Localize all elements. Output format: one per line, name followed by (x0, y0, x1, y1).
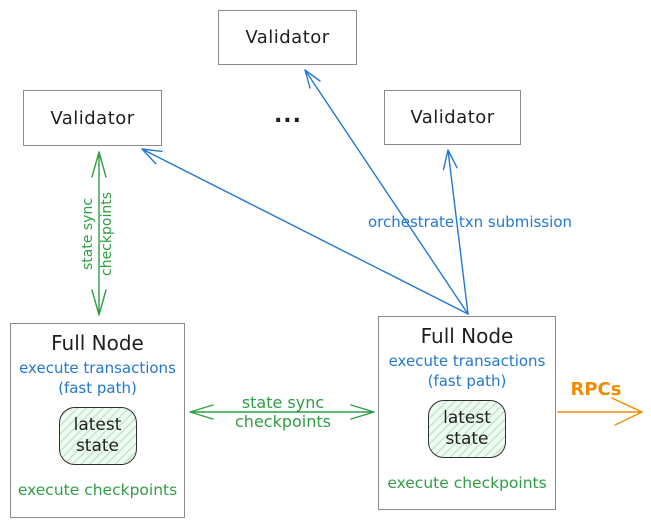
validators-ellipsis: ... (273, 103, 303, 128)
latest-state-left-line2: state (75, 436, 120, 456)
full-node-box-right: Full Node execute transactions (fast pat… (378, 316, 556, 510)
full-node-right-fast-line2: (fast path) (427, 372, 507, 390)
arrow-to-validator-left (141, 148, 469, 315)
full-node-right-checkpoints-text: execute checkpoints (387, 474, 547, 492)
validator-top-label: Validator (245, 27, 330, 48)
full-node-box-left: Full Node execute transactions (fast pat… (10, 323, 185, 518)
full-node-right-fast-path-text: execute transactions (fast path) (389, 351, 546, 391)
validator-right-label: Validator (410, 107, 495, 128)
latest-state-right-line1: latest (443, 408, 491, 428)
latest-state-right-line2: state (445, 429, 489, 449)
latest-state-left-line1: latest (73, 415, 122, 435)
full-node-left-title: Full Node (51, 331, 144, 355)
latest-state-box-left: latest state (58, 407, 137, 465)
state-sync-horizontal-label-line2: checkpoints (235, 412, 331, 431)
full-node-left-fast-line2: (fast path) (58, 379, 137, 397)
validator-box-left: Validator (23, 90, 162, 146)
validator-box-top: Validator (218, 10, 357, 65)
full-node-right-title: Full Node (420, 324, 514, 348)
latest-state-box-right: latest state (428, 400, 506, 458)
state-sync-horizontal-label-line1: state sync (241, 393, 325, 412)
orchestrate-txn-submission-label: orchestrate txn submission (367, 213, 573, 231)
state-sync-vertical-label-line1: state sync (80, 197, 96, 271)
state-sync-vertical-label-line2: checkpoints (99, 192, 115, 276)
full-node-left-checkpoints-text: execute checkpoints (17, 481, 178, 499)
full-node-right-fast-line1: execute transactions (388, 352, 546, 370)
rpcs-arrow (557, 397, 643, 426)
full-node-left-fast-line1: execute transactions (19, 359, 176, 377)
state-sync-horizontal-label: state sync checkpoints (213, 393, 353, 431)
arrow-to-validator-right (442, 149, 469, 315)
rpcs-arrow-line (557, 397, 643, 426)
full-node-left-fast-path-text: execute transactions (fast path) (19, 358, 176, 398)
validator-left-label: Validator (50, 107, 135, 129)
state-sync-vertical-label: state sync checkpoints (79, 179, 119, 289)
validator-box-right: Validator (384, 90, 521, 145)
rpcs-label: RPCs (570, 379, 622, 400)
